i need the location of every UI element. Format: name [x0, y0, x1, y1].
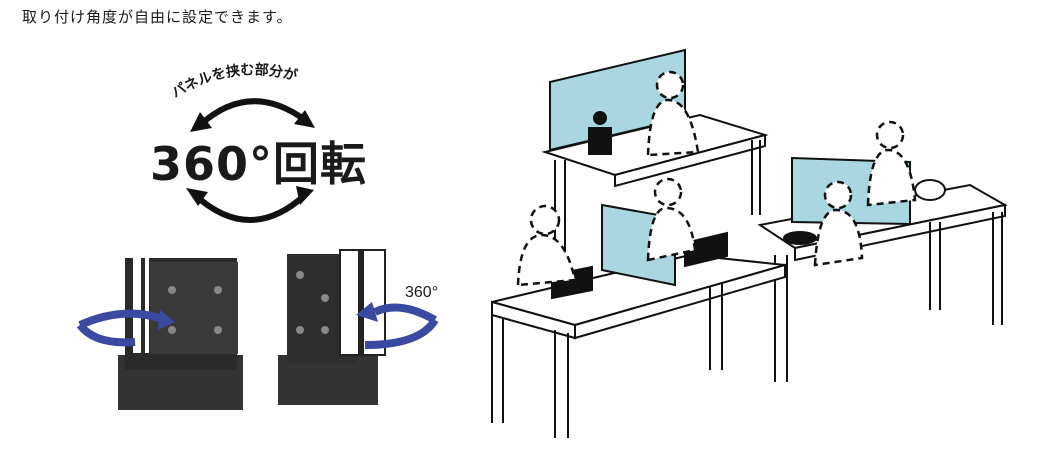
people-outlines [516, 70, 917, 287]
caption: 取り付け角度が自由に設定できます。 [22, 8, 293, 26]
rotation-label: 360°回転 [150, 137, 368, 191]
rotate-arrows-icon [186, 98, 315, 223]
curved-label: パネルを挟む部分が [169, 61, 300, 101]
bracket-image-left [76, 258, 243, 410]
angle-label: 360° [405, 284, 439, 301]
office-desks-illustration [491, 48, 1008, 438]
bracket-image-right [278, 249, 439, 405]
